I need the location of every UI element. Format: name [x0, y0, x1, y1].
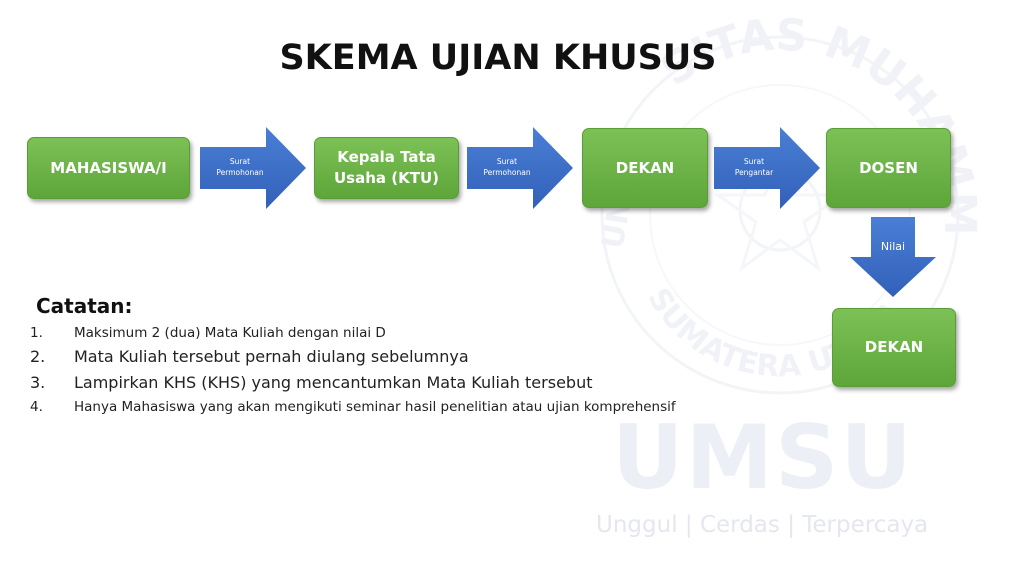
page-title: SKEMA UJIAN KHUSUS — [279, 38, 717, 78]
notes-list: 1. Maksimum 2 (dua) Mata Kuliah dengan ni… — [30, 322, 720, 418]
arrow-3-line1: Surat — [743, 157, 765, 166]
note-item-3: 3. Lampirkan KHS (KHS) yang mencantumkan … — [30, 370, 720, 396]
box-dosen: DOSEN — [826, 128, 951, 208]
arrow-1-line1: Surat — [229, 157, 251, 166]
arrow-2-line1: Surat — [496, 157, 518, 166]
box-mahasiswa: MAHASISWA/I — [27, 137, 190, 199]
right-arrow-icon — [200, 127, 306, 209]
box-ktu-label: Kepala Tata Usaha (KTU) — [334, 148, 439, 187]
note-item-1: 1. Maksimum 2 (dua) Mata Kuliah dengan ni… — [30, 322, 720, 344]
notes-heading: Catatan: — [36, 294, 133, 318]
box-dekan: DEKAN — [582, 128, 708, 208]
note-number: 2. — [30, 347, 46, 366]
down-arrow-icon — [850, 217, 936, 297]
arrow-4: Nilai — [850, 217, 936, 297]
arrow-4-label: Nilai — [880, 240, 906, 253]
watermark-brand: UMSU — [612, 406, 914, 509]
note-text: Lampirkan KHS (KHS) yang mencantumkan Ma… — [74, 373, 593, 392]
box-mahasiswa-label: MAHASISWA/I — [50, 158, 167, 177]
arrow-2-line2: Permohonan — [483, 168, 531, 177]
watermark-tagline: Unggul | Cerdas | Terpercaya — [596, 512, 928, 538]
note-text: Maksimum 2 (dua) Mata Kuliah dengan nila… — [74, 325, 386, 341]
right-arrow-icon — [714, 127, 820, 209]
arrow-1-line2: Permohonan — [216, 168, 264, 177]
box-dekan-label: DEKAN — [615, 158, 675, 177]
note-text: Mata Kuliah tersebut pernah diulang sebe… — [74, 347, 469, 366]
note-text: Hanya Mahasiswa yang akan mengikuti semi… — [74, 399, 676, 415]
box-dosen-label: DOSEN — [859, 158, 918, 177]
note-item-2: 2. Mata Kuliah tersebut pernah diulang se… — [30, 344, 720, 370]
note-item-4: 4. Hanya Mahasiswa yang akan mengikuti se… — [30, 396, 720, 418]
box-ktu: Kepala Tata Usaha (KTU) — [314, 137, 459, 199]
note-number: 3. — [30, 373, 46, 392]
arrow-3-line2: Pengantar — [734, 168, 774, 177]
note-number: 4. — [30, 399, 43, 415]
box-dekan-final: DEKAN — [832, 308, 956, 387]
right-arrow-icon — [467, 127, 573, 209]
box-dekan-final-label: DEKAN — [864, 338, 924, 356]
note-number: 1. — [30, 325, 43, 341]
